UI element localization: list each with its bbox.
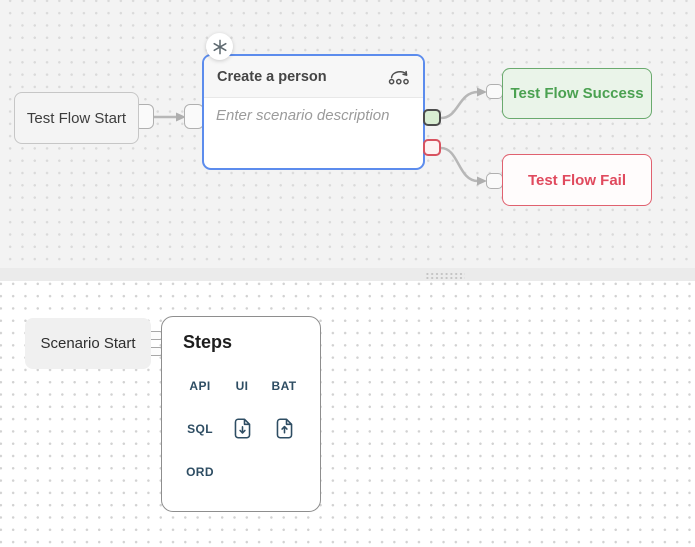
person-input-port[interactable] xyxy=(184,104,204,129)
node-title: Create a person xyxy=(217,68,327,85)
node-body xyxy=(204,98,423,125)
scenario-start-label: Scenario Start xyxy=(40,335,136,352)
step-item-sql[interactable]: SQL xyxy=(187,421,213,436)
file-upload-icon xyxy=(276,418,293,439)
step-item-api[interactable]: API xyxy=(189,378,211,393)
scenario-start-node[interactable]: Scenario Start xyxy=(25,318,151,369)
step-item-file-upload[interactable] xyxy=(276,418,293,439)
step-item-ui[interactable]: UI xyxy=(235,378,249,393)
test-flow-start-node[interactable]: Test Flow Start xyxy=(14,92,139,144)
step-item-file-download[interactable] xyxy=(234,418,251,439)
step-item-ord[interactable]: ORD xyxy=(186,464,214,479)
file-download-icon xyxy=(234,418,251,439)
test-flow-start-label: Test Flow Start xyxy=(26,109,127,127)
test-flow-fail-node[interactable]: Test Flow Fail xyxy=(502,154,652,206)
run-steps-icon[interactable] xyxy=(388,68,410,85)
test-flow-fail-label: Test Flow Fail xyxy=(527,171,627,189)
test-flow-canvas[interactable]: Test Flow Start Create a person xyxy=(0,0,695,268)
steps-grid: API UI BAT SQL xyxy=(179,364,305,493)
fail-input-port[interactable] xyxy=(486,173,503,189)
fail-output-port[interactable] xyxy=(423,139,441,156)
test-flow-success-node[interactable]: Test Flow Success xyxy=(502,68,652,119)
steps-panel-title: Steps xyxy=(183,332,233,352)
success-input-port[interactable] xyxy=(486,84,503,99)
connector-person-to-success xyxy=(440,87,487,120)
connector-person-to-fail xyxy=(440,146,487,186)
node-header: Create a person xyxy=(204,56,423,98)
panel-splitter[interactable] xyxy=(0,268,695,281)
create-person-node[interactable]: Create a person xyxy=(202,54,425,170)
scenario-canvas[interactable]: Scenario Start Steps API UI BAT SQL xyxy=(0,281,695,547)
step-item-bat[interactable]: BAT xyxy=(271,378,297,393)
test-flow-success-label: Test Flow Success xyxy=(510,85,644,102)
splitter-handle[interactable] xyxy=(424,271,465,279)
asterisk-badge[interactable] xyxy=(206,33,233,60)
asterisk-icon xyxy=(212,39,228,55)
scenario-description-input[interactable] xyxy=(216,107,411,124)
steps-panel: Steps API UI BAT SQL xyxy=(161,316,321,512)
success-output-port[interactable] xyxy=(423,109,441,126)
